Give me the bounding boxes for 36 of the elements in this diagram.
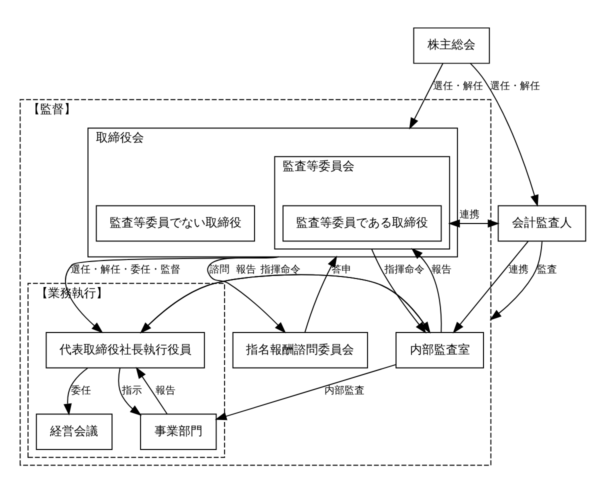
edge-label: 委任 [71,384,92,396]
arrow [64,367,88,415]
node-box: 内部監査室 [396,332,484,368]
edge-label: 選任・解任・委任・監督 [70,264,180,276]
arrow [448,218,500,228]
edge-label: 諮問 [210,264,230,276]
node-box: 監査等委員である取締役 [282,204,442,242]
arrow [452,240,529,333]
arrow [136,366,168,414]
node-box: 株主総会 [413,26,490,64]
node-box: 経営会議 [36,413,113,450]
edge-label: 連携 [508,264,528,276]
arrow [118,367,142,416]
node-box: 事業部門 [140,413,217,450]
edge-label: 報告 [432,264,452,276]
arrow [470,62,538,206]
arrow [207,256,286,333]
edge-label: 指示 [122,384,142,396]
arrow [409,62,444,129]
node-box: 代表取締役社長執行役員 [46,332,205,368]
arrow [304,255,338,332]
edge-label: 連携 [460,209,480,220]
edge-label: 指揮命令 [384,264,424,276]
edge-label: 監査 [536,264,557,276]
node-box: 会計監査人 [498,204,586,242]
edge-label: 指揮命令 [260,264,301,276]
arrow [490,240,543,320]
node-box: 指名報酬諮問委員会 [232,332,368,368]
edge-label: 内部監査 [324,384,364,396]
node-box: 監査等委員でない取締役 [96,204,256,242]
edge-label: 報告 [236,264,256,276]
arrow [65,256,280,333]
edge-label: 選任・解任 [432,80,483,92]
edge-label: 報告 [156,384,176,396]
edge-label: 選任・解任 [490,80,540,92]
arrow [214,364,396,420]
